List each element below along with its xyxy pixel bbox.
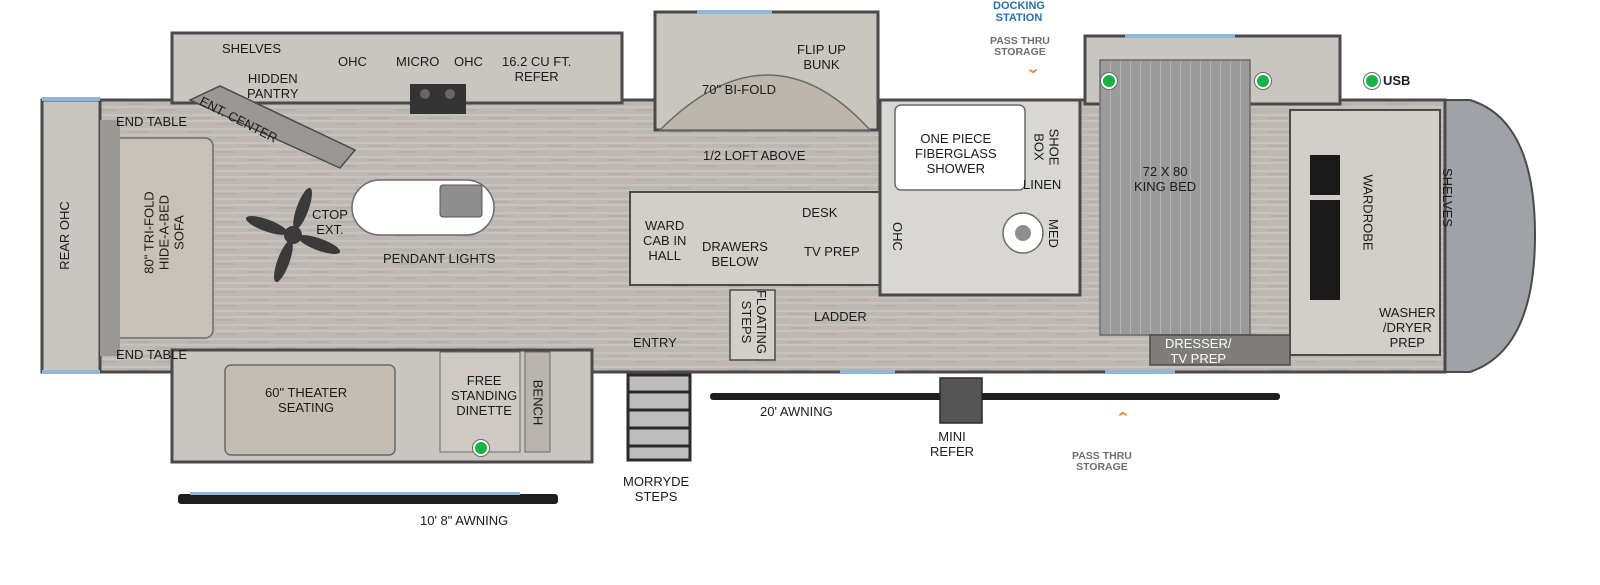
micro-label: MICRO: [396, 54, 440, 69]
loft-above-label: 1/2 LOFT ABOVE: [703, 148, 806, 163]
kitchen-slide: [170, 31, 624, 105]
usb-outlet-icon: [473, 440, 489, 456]
shoe-box-label: SHOE BOX: [1031, 128, 1062, 166]
docking-station-label: DOCKING STATION: [993, 0, 1045, 24]
linen-label: LINEN: [1023, 177, 1062, 192]
tv-prep-label: TV PREP: [804, 244, 860, 259]
mini-refer-label: MINI REFER: [930, 429, 975, 459]
range: [410, 84, 466, 114]
bench-label: BENCH: [530, 379, 546, 426]
ohc-left-label: OHC: [338, 54, 367, 69]
usb-legend-label: USB: [1383, 73, 1411, 88]
drawers-below-label: DRAWERS BELOW: [702, 239, 768, 269]
dresser-label: DRESSER/ TV PREP: [1165, 336, 1232, 366]
ent-center-shape: [188, 85, 357, 169]
desk-label: DESK: [802, 205, 838, 220]
bunk-bifold: [658, 74, 872, 131]
hidden-pantry-label: HIDDEN PANTRY: [247, 71, 299, 101]
pass-thru-bottom-arrow-icon: ›: [1112, 411, 1132, 417]
med-label: MED: [1045, 219, 1061, 248]
end-table-top-label: END TABLE: [116, 114, 188, 129]
pass-thru-top-label: PASS THRU STORAGE: [990, 35, 1050, 58]
shelves-top-label: SHELVES: [222, 41, 282, 56]
shower-label: ONE PIECE FIBERGLASS SHOWER: [915, 131, 997, 176]
floating-steps-label: FLOATING STEPS: [739, 289, 770, 355]
ladder-label: LADDER: [814, 309, 867, 324]
pass-thru-top-arrow-icon: ›: [1024, 68, 1044, 74]
awning-bar-small: [178, 494, 558, 504]
pass-thru-bottom-label: PASS THRU STORAGE: [1072, 450, 1132, 473]
theater-seating-label: 60" THEATER SEATING: [265, 385, 348, 415]
ward-cab-label: WARD CAB IN HALL: [643, 218, 687, 263]
theater-seat-shape: [224, 364, 396, 456]
rear-ohc-label: REAR OHC: [56, 201, 72, 270]
usb-legend-dot-icon: [1364, 73, 1380, 89]
morryde-steps-label: MORRYDE STEPS: [623, 474, 690, 504]
ohc-bath-label: OHC: [889, 222, 905, 251]
end-table-bottom-label: END TABLE: [116, 347, 188, 362]
bifold-label: 70" BI-FOLD: [702, 82, 776, 97]
rear-wall: [40, 98, 102, 374]
awning-main-label: 20' AWNING: [760, 404, 833, 419]
ohc-right-label: OHC: [454, 54, 483, 69]
king-bed-shape: [1099, 59, 1251, 336]
wardrobe-label: WARDROBE: [1360, 174, 1376, 251]
shower: [894, 104, 1026, 191]
morryde-steps-shape: [626, 373, 692, 462]
awning-small-label: 10' 8" AWNING: [420, 513, 509, 528]
sink: [439, 184, 483, 218]
refer-label: 16.2 CU FT. REFER: [502, 54, 572, 84]
usb-outlet-icon: [1255, 73, 1271, 89]
entry-label: ENTRY: [633, 335, 677, 350]
flip-up-bunk-label: FLIP UP BUNK: [797, 42, 846, 72]
ceiling-fan-icon: [245, 187, 341, 283]
pendant-lights-label: PENDANT LIGHTS: [383, 251, 496, 266]
king-bed-label: 72 X 80 KING BED: [1134, 164, 1197, 194]
front-cap: [1439, 99, 1537, 373]
dinette-label: FREE STANDING DINETTE: [451, 373, 518, 418]
usb-outlet-icon: [1101, 73, 1117, 89]
awning-bar-main: [710, 393, 1280, 400]
sofa-label: 80" TRI-FOLD HIDE-A-BED SOFA: [141, 191, 187, 274]
washer-dryer-label: WASHER /DRYER PREP: [1379, 305, 1436, 350]
shelves-front-label: SHELVES: [1440, 167, 1456, 228]
ctop-ext-label: CTOP EXT.: [312, 207, 348, 237]
